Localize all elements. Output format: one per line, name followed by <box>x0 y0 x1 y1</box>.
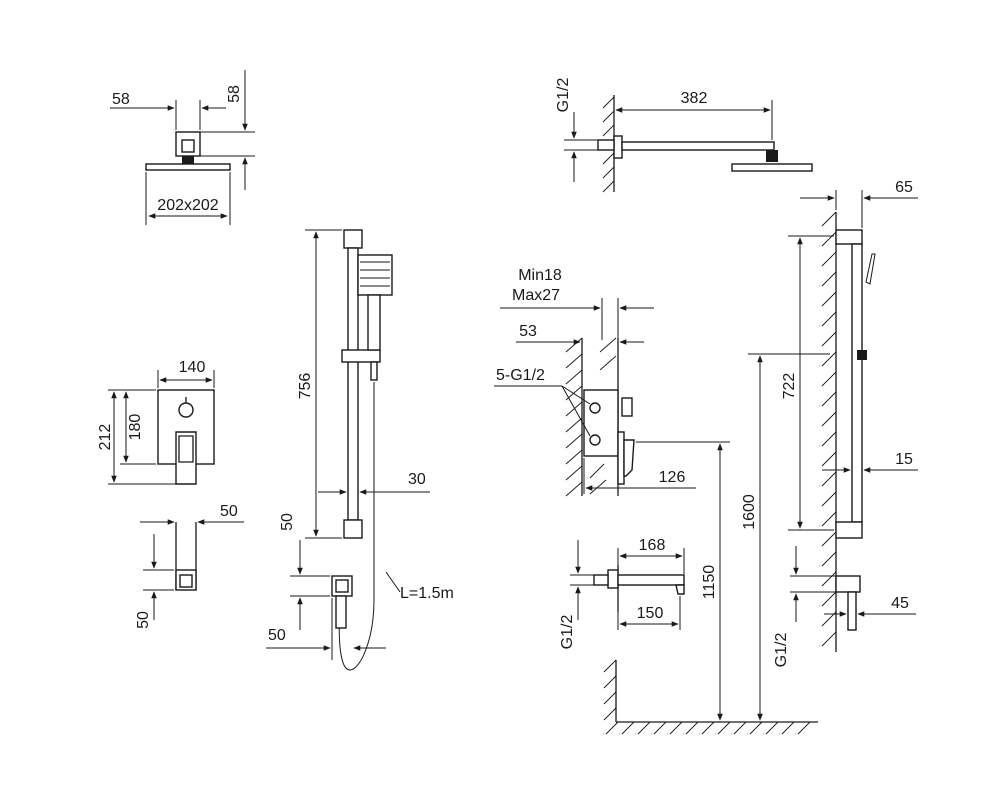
valve-body <box>583 389 619 457</box>
dim-label: 722 <box>781 373 798 400</box>
dim-label: 50 <box>220 503 238 520</box>
valve-lever-side <box>623 439 635 477</box>
floor-hatch <box>603 659 811 735</box>
dim-label: 53 <box>519 323 537 340</box>
dim-label: 15 <box>895 451 913 468</box>
floor-height-dims: 1150 1600 <box>603 353 830 735</box>
spout-body <box>617 574 685 586</box>
leader-line <box>561 385 591 405</box>
elbow-nut <box>335 595 347 629</box>
valve-port-top <box>589 402 601 414</box>
valve-port-bottom <box>589 434 601 446</box>
dim-label: G1/2 <box>555 78 572 113</box>
dim-label: Min18 <box>518 267 562 284</box>
overhead-shower-head <box>731 163 813 172</box>
outlet-inner <box>179 574 193 588</box>
dim-label: 150 <box>637 605 664 622</box>
dim-label: 1150 <box>701 565 718 600</box>
dim-label: 140 <box>179 359 206 376</box>
rail-side-bottom-bracket <box>835 521 863 539</box>
diverter-cap <box>621 397 633 417</box>
side-elbow <box>835 575 861 593</box>
rail-side-view: 65 722 15 G1/2 45 <box>773 179 918 667</box>
arm-joint <box>766 150 778 162</box>
dim-label: 45 <box>891 595 909 612</box>
spout-thread <box>593 574 609 586</box>
dim-label: 212 <box>97 424 114 451</box>
valve-cover-plate <box>617 431 625 485</box>
side-elbow-nut <box>847 591 857 631</box>
dim-label: 50 <box>268 627 286 644</box>
rail-top-bracket <box>343 229 363 249</box>
dim-label: 30 <box>408 471 426 488</box>
dim-label: 756 <box>297 373 314 400</box>
rail-side-top-bracket <box>835 229 863 245</box>
mixer-lever-detail <box>178 435 194 463</box>
dim-label: 50 <box>135 611 152 629</box>
rail-side-handshower <box>865 253 876 285</box>
dim-label: L=1.5m <box>400 585 454 602</box>
shower-arm-side-view: G1/2 382 <box>555 78 813 193</box>
dim-label: 382 <box>681 90 708 107</box>
shower-head-plate <box>145 163 231 171</box>
shower-arm <box>621 141 775 151</box>
spout-side-view: G1/2 168 150 <box>559 537 685 650</box>
shower-hose <box>338 382 375 671</box>
dim-label: 126 <box>659 469 686 486</box>
slider-holder <box>341 349 381 363</box>
wall-elbow-inner <box>335 579 349 593</box>
shower-arm-inner <box>181 139 195 153</box>
dim-label: 5-G1/2 <box>496 367 545 384</box>
hand-shower-handle <box>367 294 381 351</box>
slide-rail-bar <box>347 247 359 521</box>
dim-label: 180 <box>127 414 144 441</box>
spout-tip <box>675 584 685 595</box>
shower-connector <box>182 156 194 164</box>
shower-head-top-view: 58 58 202x202 <box>110 70 255 225</box>
dim-label: 58 <box>112 91 130 108</box>
dim-label: 65 <box>895 179 913 196</box>
dim-label: 58 <box>226 85 243 103</box>
rail-bottom-bracket <box>343 519 363 539</box>
concealed-valve-section: Min18 Max27 53 5-G1/2 126 <box>494 267 696 497</box>
diverter-knob <box>178 402 194 418</box>
hose-connector <box>370 361 378 381</box>
rail-side-bar <box>851 243 863 523</box>
wall-flange <box>613 135 623 159</box>
hand-shower-head <box>357 254 393 296</box>
dim-label: 1600 <box>741 494 758 530</box>
dim-label: G1/2 <box>559 615 576 650</box>
rail-side-slider <box>857 350 867 360</box>
valve-wall-hatch <box>565 337 617 497</box>
slide-rail-view: 756 30 50 L=1.5m 50 <box>266 229 454 671</box>
leader-line <box>561 385 591 437</box>
wall-outlet-view: 50 50 <box>135 503 244 629</box>
mixer-plate-front-view: 140 212 180 <box>97 359 215 485</box>
dim-label: Max27 <box>512 287 560 304</box>
mixer-lever <box>175 431 197 485</box>
dim-label: 50 <box>279 513 296 531</box>
dim-label: 168 <box>639 537 666 554</box>
spout-flange <box>607 569 619 589</box>
dim-label: 202x202 <box>157 197 218 214</box>
rail-wall-hatch <box>821 211 837 647</box>
dim-label: G1/2 <box>773 633 790 668</box>
leader-line <box>385 571 401 593</box>
arm-thread <box>597 139 615 151</box>
